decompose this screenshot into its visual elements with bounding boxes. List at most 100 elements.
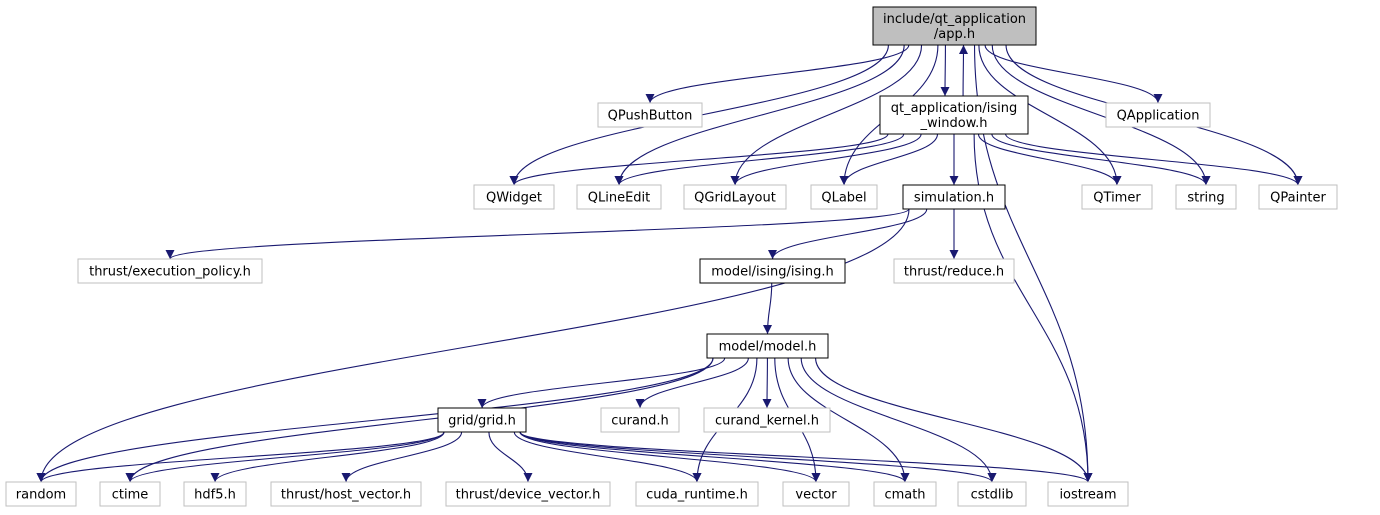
node-box [872, 6, 1037, 46]
node-qwidget: QWidget [473, 184, 555, 210]
node-box [473, 184, 555, 210]
node-thrust-exec: thrust/execution_policy.h [77, 258, 263, 284]
node-box [782, 481, 850, 507]
node-box [699, 258, 846, 284]
edge-ising_window-to-qlabel [839, 133, 939, 186]
edge-simulation-to-random [36, 208, 910, 483]
node-label: QTimer [1093, 191, 1141, 206]
node-qapplication: QApplication [1105, 102, 1211, 128]
node-box [597, 102, 703, 128]
edge-app-to-string [991, 44, 1211, 186]
edge-app-to-qpushbutton [645, 44, 910, 104]
node-label: QGridLayout [694, 191, 776, 206]
node-box [437, 407, 527, 433]
node-label: hdf5.h [194, 488, 236, 503]
edge-grid-to-hdf5 [210, 431, 445, 483]
edge-grid-to-host_vector [341, 431, 463, 483]
node-label: _window.h [920, 116, 988, 131]
edge-ising_window-to-qgridlayout [730, 133, 922, 186]
edge-model-to-iostream [815, 357, 1093, 483]
edge-grid-to-ctime [125, 431, 445, 483]
node-label: curand.h [611, 414, 669, 429]
node-box [77, 258, 263, 284]
node-box [902, 184, 1006, 210]
node-box [683, 184, 787, 210]
node-label: curand_kernel.h [715, 414, 819, 429]
node-thrust-reduce: thrust/reduce.h [893, 258, 1015, 284]
node-box [5, 481, 77, 507]
node-qgridlayout: QGridLayout [683, 184, 787, 210]
node-label: iostream [1059, 488, 1116, 503]
node-string: string [1175, 184, 1237, 210]
edge-grid-to-iostream [519, 431, 1093, 483]
node-label: ctime [112, 488, 149, 503]
node-curand-kernel: curand_kernel.h [703, 407, 831, 433]
edge-ising_window-to-qpainter [1005, 133, 1303, 186]
node-ctime: ctime [99, 481, 161, 507]
nodes-layer: include/qt_application/app.h qt_applicati… [5, 6, 1338, 507]
node-ising[interactable]: model/ising/ising.h [699, 258, 846, 284]
edge-model-to-cstdlib [800, 357, 997, 483]
node-ising-window[interactable]: qt_application/ising_window.h [879, 95, 1029, 135]
node-cmath: cmath [873, 481, 937, 507]
edge-ising-to-model [763, 282, 773, 335]
edge-grid-to-vector [519, 431, 821, 483]
node-random: random [5, 481, 77, 507]
node-label: thrust/reduce.h [904, 265, 1004, 280]
node-model[interactable]: model/model.h [706, 333, 829, 359]
node-qpushbutton: QPushButton [597, 102, 703, 128]
node-vector: vector [782, 481, 850, 507]
node-simulation[interactable]: simulation.h [902, 184, 1006, 210]
node-box [99, 481, 161, 507]
node-qpainter: QPainter [1258, 184, 1338, 210]
node-label: thrust/host_vector.h [281, 488, 411, 503]
node-label: thrust/execution_policy.h [89, 265, 251, 280]
edge-simulation-to-thrust_exec [165, 208, 910, 260]
node-app[interactable]: include/qt_application/app.h [872, 6, 1037, 46]
node-device-vector: thrust/device_vector.h [445, 481, 611, 507]
node-label: model/model.h [719, 340, 817, 355]
node-label: model/ising/ising.h [711, 265, 834, 280]
edge-app-to-qapplication [984, 44, 1163, 104]
node-label: QPushButton [608, 109, 693, 124]
node-label: QPainter [1270, 191, 1326, 206]
node-label: QApplication [1117, 109, 1200, 124]
node-hdf5: hdf5.h [183, 481, 247, 507]
edge-model-to-random [36, 357, 714, 483]
node-label: cuda_runtime.h [646, 488, 748, 503]
edge-model-to-grid [477, 357, 726, 409]
node-label: vector [795, 488, 837, 503]
node-grid[interactable]: grid/grid.h [437, 407, 527, 433]
node-box [1105, 102, 1211, 128]
edge-ising_window-to-qwidget [509, 133, 889, 186]
node-host-vector: thrust/host_vector.h [270, 481, 422, 507]
edge-simulation-to-ising [768, 208, 928, 260]
edge-grid-to-random [36, 431, 445, 483]
node-cuda-runtime: cuda_runtime.h [635, 481, 759, 507]
node-box [183, 481, 247, 507]
node-box [703, 407, 831, 433]
node-qlabel: QLabel [810, 184, 878, 210]
node-label: grid/grid.h [448, 414, 516, 429]
node-box [1047, 481, 1129, 507]
node-box [445, 481, 611, 507]
node-label: simulation.h [914, 191, 994, 206]
edge-model-to-cmath [787, 357, 910, 483]
node-box [879, 95, 1029, 135]
node-label: thrust/device_vector.h [456, 488, 601, 503]
edge-model-to-curand [635, 357, 749, 409]
node-box [1081, 184, 1153, 210]
node-label: random [16, 488, 66, 503]
node-box [810, 184, 878, 210]
node-curand: curand.h [600, 407, 680, 433]
node-box [957, 481, 1027, 507]
node-box [576, 184, 662, 210]
edge-ising_window-to-string [991, 133, 1211, 186]
node-box [270, 481, 422, 507]
node-label: /app.h [934, 27, 975, 42]
node-label: cmath [884, 488, 925, 503]
node-box [873, 481, 937, 507]
node-label: QLineEdit [588, 191, 651, 206]
node-iostream: iostream [1047, 481, 1129, 507]
